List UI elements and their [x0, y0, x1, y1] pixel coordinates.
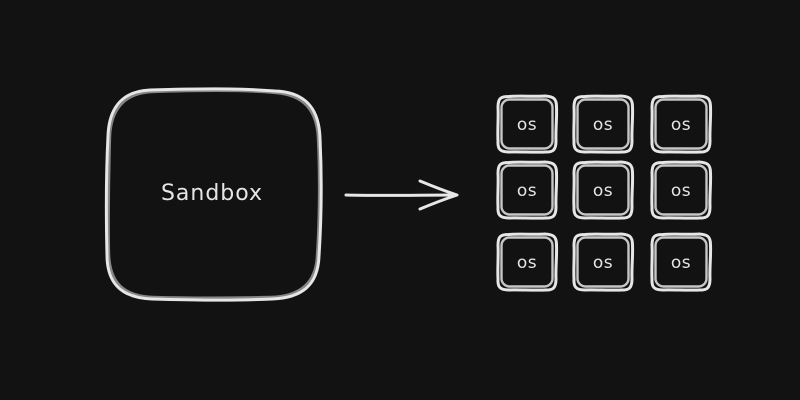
os-box-inner-stroke [576, 236, 630, 288]
os-node: os [650, 232, 713, 292]
os-label: os [593, 115, 613, 135]
os-box-inner-stroke [576, 98, 630, 150]
os-label: os [671, 253, 691, 273]
os-box-inner-stroke [500, 236, 554, 288]
os-box-inner-stroke [654, 236, 708, 288]
os-box [650, 94, 713, 154]
sandbox-box [104, 87, 323, 302]
os-box-inner-stroke [654, 98, 708, 150]
os-box [496, 232, 559, 292]
os-label: os [517, 181, 537, 201]
os-node: os [496, 94, 559, 154]
arrow [344, 179, 459, 211]
os-label: os [593, 253, 613, 273]
sandbox-node: Sandbox [104, 87, 323, 302]
os-grid: os os os os os os os os os [496, 94, 713, 292]
os-box-inner-stroke [500, 164, 554, 216]
os-box [572, 94, 635, 154]
os-box-inner-stroke [654, 164, 708, 216]
arrow-head [418, 179, 459, 211]
os-node: os [650, 160, 713, 220]
sandbox-box-overstroke [107, 89, 321, 299]
os-node: os [496, 160, 559, 220]
os-box [496, 160, 559, 220]
os-box-inner-stroke [576, 164, 630, 216]
os-label: os [517, 115, 537, 135]
os-box [650, 160, 713, 220]
os-box [572, 160, 635, 220]
os-box [572, 232, 635, 292]
os-node: os [496, 232, 559, 292]
os-label: os [671, 115, 691, 135]
os-label: os [593, 181, 613, 201]
os-node: os [572, 94, 635, 154]
os-label: os [671, 181, 691, 201]
os-node: os [572, 160, 635, 220]
os-node: os [650, 94, 713, 154]
os-box-inner-stroke [500, 98, 554, 150]
os-node: os [572, 232, 635, 292]
sandbox-label: Sandbox [161, 181, 263, 206]
os-label: os [517, 253, 537, 273]
os-box [650, 232, 713, 292]
os-box [496, 94, 559, 154]
